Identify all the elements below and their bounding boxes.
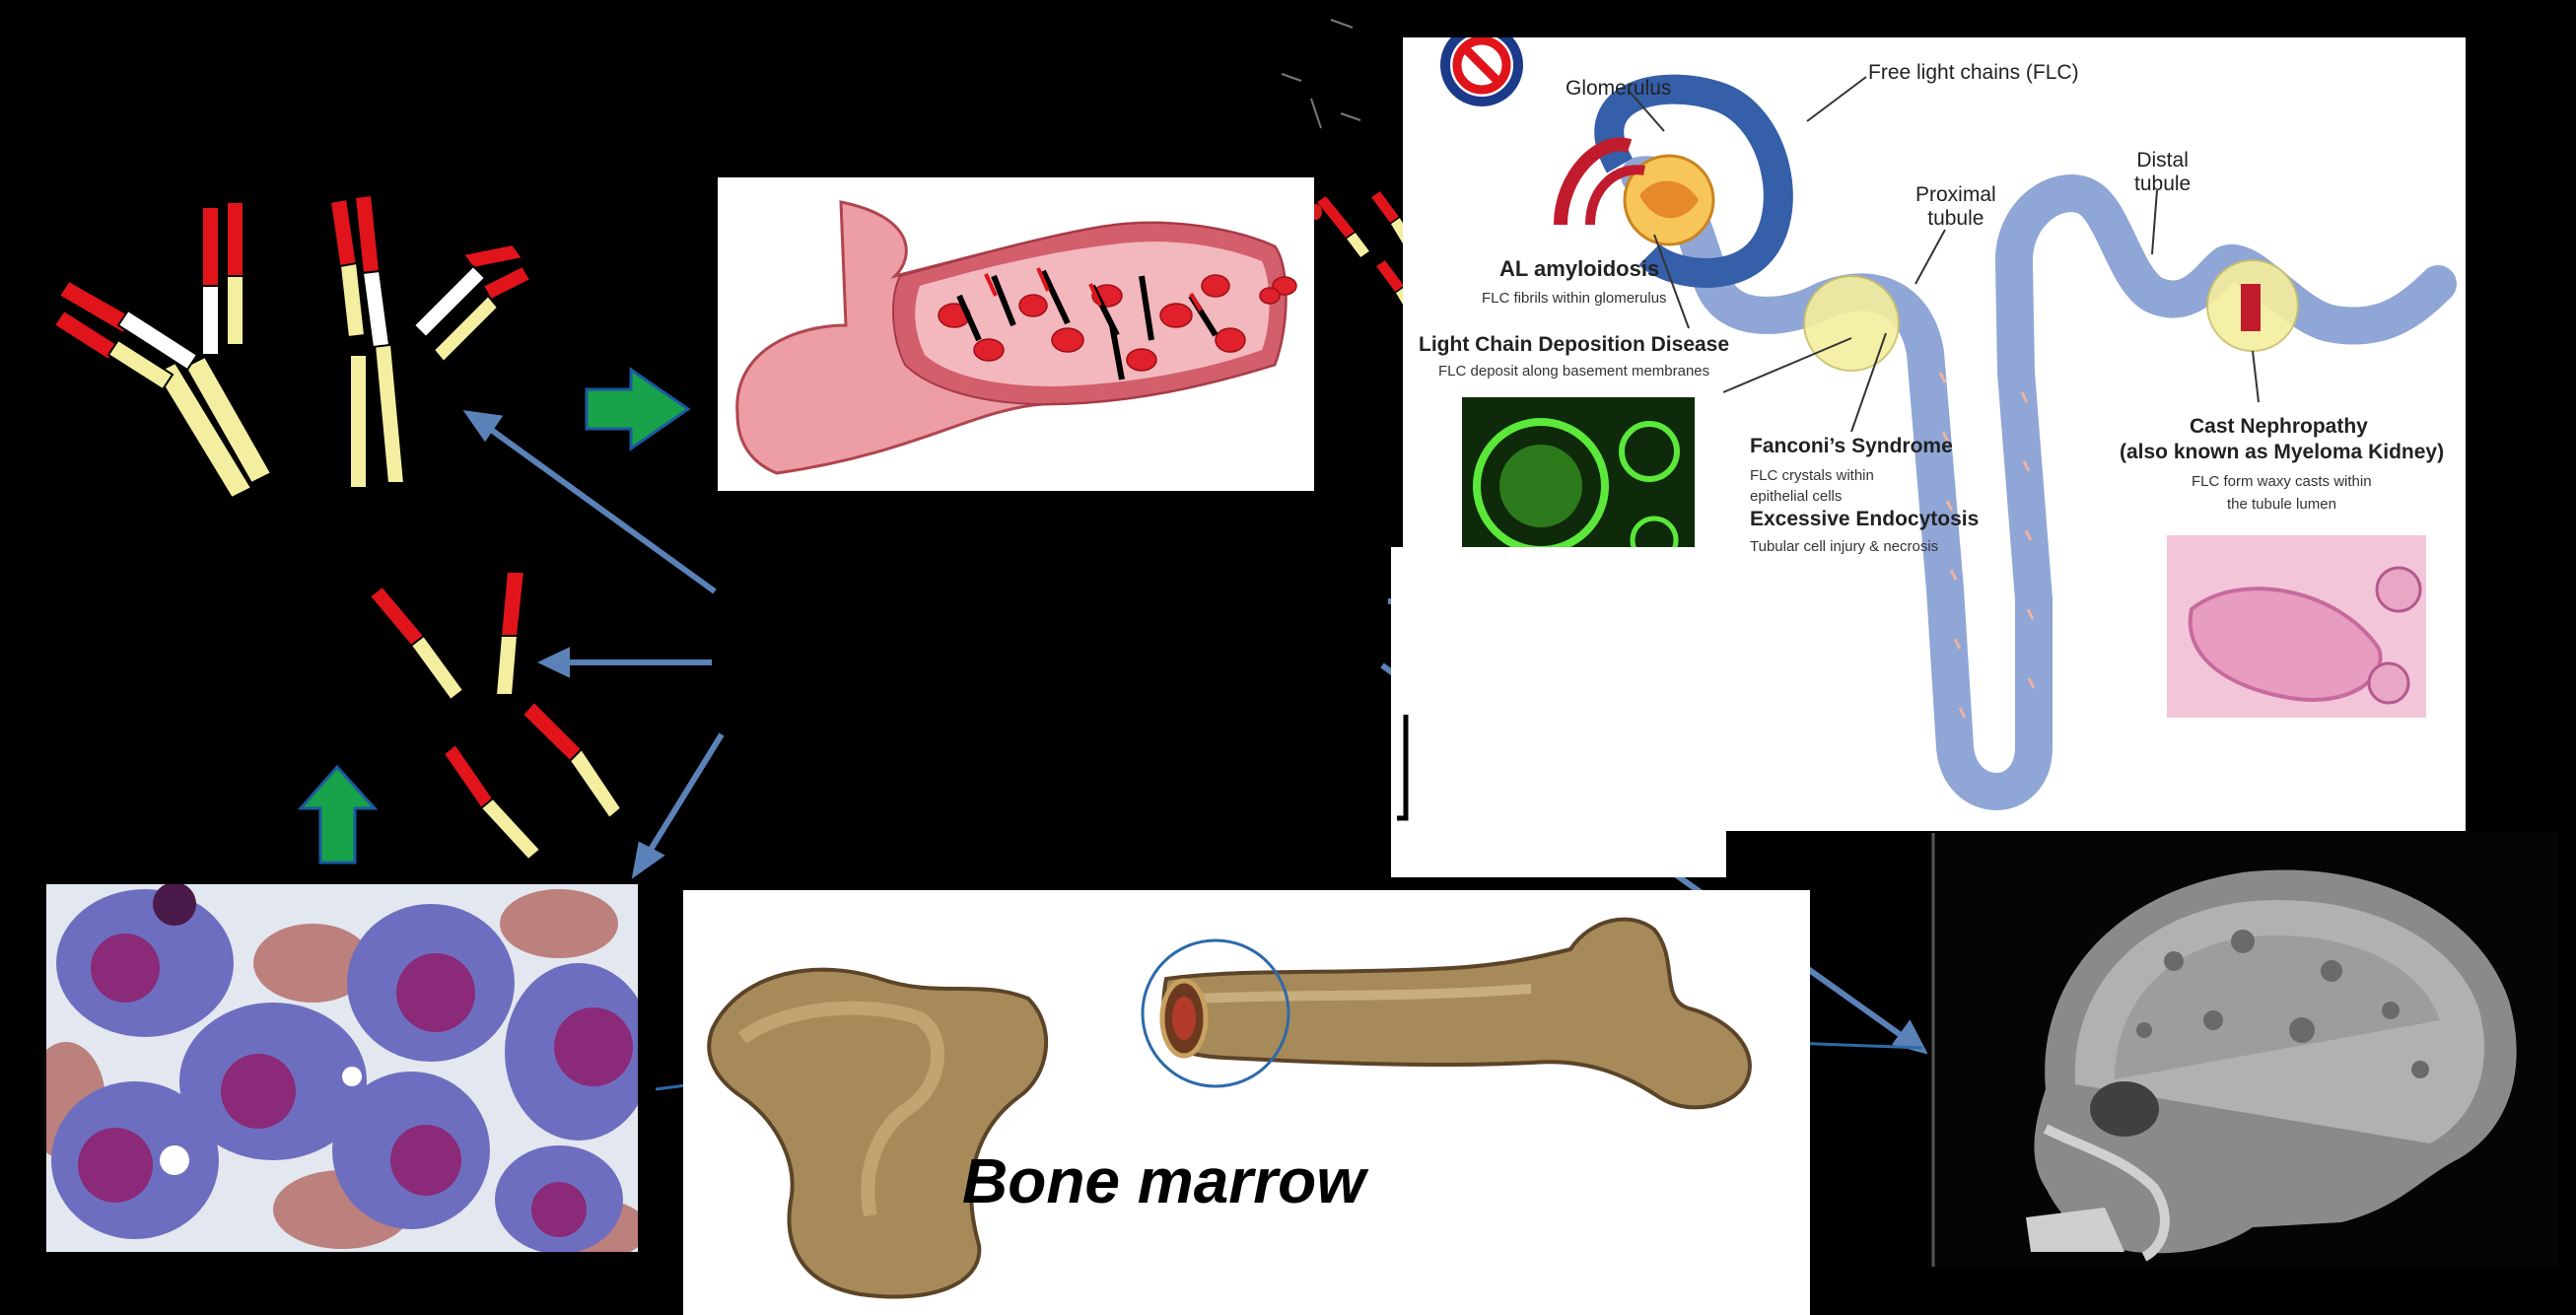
- label-glomerulus: Glomerulus: [1566, 77, 1672, 100]
- label-cast-desc1: FLC form waxy casts within: [2192, 473, 2372, 490]
- label-endocytosis: Excessive Endocytosis: [1750, 508, 1980, 530]
- blood-vessel-illustration: [735, 200, 1297, 475]
- kidney-overlay: [1403, 37, 2466, 831]
- label-al-desc: FLC fibrils within glomerulus: [1482, 290, 1667, 307]
- label-lcdd-desc: FLC deposit along basement membranes: [1438, 363, 1710, 380]
- kidney-panel-extension: [1391, 547, 1726, 877]
- free-light-chains: [368, 571, 623, 862]
- plasma-cell-micrograph: [46, 884, 638, 1252]
- tiny-light-chain-sketch: [1281, 19, 1361, 129]
- label-myeloma-kidney: (also known as Myeloma Kidney): [2120, 441, 2445, 463]
- label-endocytosis-desc: Tubular cell injury & necrosis: [1750, 538, 1939, 555]
- label-al-amyloidosis: AL amyloidosis: [1499, 256, 1660, 281]
- label-lcdd: Light Chain Deposition Disease: [1419, 333, 1730, 356]
- antibody-2: [328, 193, 532, 489]
- skull-xray-image: [1927, 833, 2558, 1267]
- label-distal-tubule: Distal tubule: [2134, 149, 2192, 195]
- label-cast-nephropathy: Cast Nephropathy: [2190, 415, 2368, 438]
- bone-panel: Bone marrow: [683, 890, 1810, 1315]
- green-arrow-up: [297, 764, 379, 865]
- plasma-cells: [46, 884, 638, 1252]
- skull-xray: [1927, 833, 2558, 1267]
- cast-micrograph: [2167, 535, 2426, 718]
- green-arrow-right-1: [585, 367, 691, 451]
- label-bone-marrow: Bone marrow: [962, 1145, 1365, 1216]
- bracket-shape: [1397, 715, 1409, 821]
- label-fanconi: Fanconi’s Syndrome: [1750, 435, 1953, 457]
- blood-vessel-panel: [718, 177, 1314, 491]
- label-free-light-chains: Free light chains (FLC): [1868, 61, 2079, 84]
- label-cast-desc2: the tubule lumen: [2227, 496, 2336, 513]
- label-proximal-tubule: Proximal tubule: [1915, 183, 1996, 230]
- label-fanconi-desc1: FLC crystals within: [1750, 467, 1874, 484]
- prohibited-icon: [1440, 37, 1523, 106]
- femur-illustration: [707, 917, 1752, 1299]
- label-fanconi-desc2: epithelial cells: [1750, 488, 1843, 505]
- antibody-1: [52, 201, 273, 500]
